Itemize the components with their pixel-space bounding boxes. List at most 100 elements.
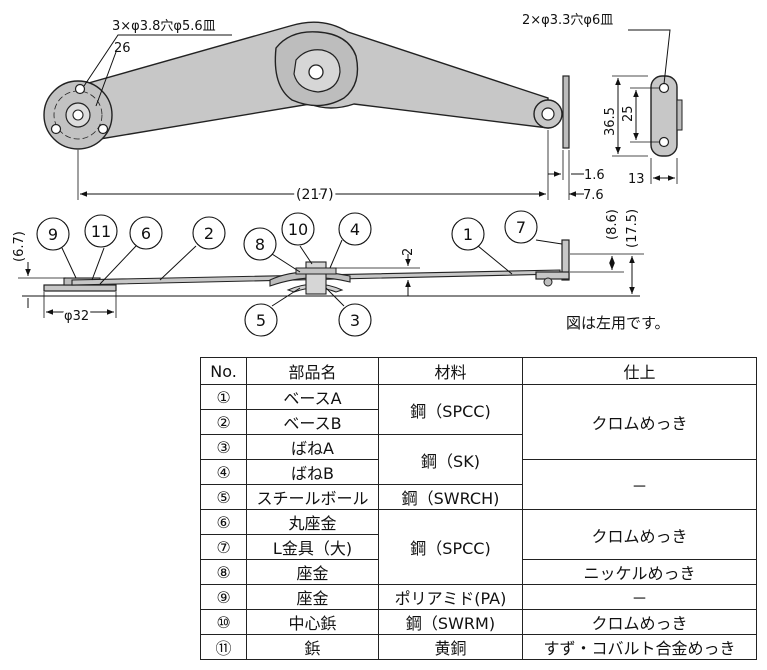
base-center-hole: [72, 109, 84, 121]
row-name: ばねA: [246, 434, 379, 460]
row-material: 黄銅: [378, 634, 523, 660]
callout-label-10: 10: [288, 220, 308, 239]
callout-7: [504, 210, 538, 244]
row-finish: すず・コバルト合金めっき: [522, 634, 757, 660]
row-name: ベースB: [246, 409, 379, 435]
callout-label-11: 11: [91, 222, 111, 241]
row-no: ⑥: [200, 509, 247, 535]
row-no: ⑤: [200, 484, 247, 510]
callout-label-4: 4: [350, 220, 360, 239]
base-hole-2: [50, 123, 62, 135]
row-finish: クロムめっき: [522, 384, 757, 460]
row-no: ⑧: [200, 559, 247, 585]
callout-label-6: 6: [141, 224, 151, 243]
callout-4: [338, 212, 372, 246]
header-no: No.: [200, 357, 247, 385]
callout-2: [192, 216, 226, 250]
callout-10: [281, 212, 315, 246]
parts-table: No. 部品名 材料 仕上 ① ベースA 鋼（SPCC) クロムめっき ② ベー…: [200, 357, 757, 660]
side-center-rivet: [305, 261, 327, 295]
dim-13: 13: [628, 172, 645, 187]
table-row: ⑥ 丸座金 鋼（SPCC) クロムめっき: [200, 509, 757, 585]
table-row: ⑪ 鋲 黄銅 すず・コバルト合金めっき: [200, 634, 757, 660]
hole-note-right: 2×φ3.3穴φ6皿: [522, 13, 613, 28]
row-material: 鋼（SWRM): [378, 609, 523, 635]
callout-label-7: 7: [516, 218, 526, 237]
dim-phi32: φ32: [64, 309, 89, 324]
technical-drawing: 3×φ3.8穴φ5.6皿 26 2×φ3.3穴φ6皿 36.5 25 13 1.…: [12, 13, 683, 337]
dim-1-6: 1.6: [584, 168, 605, 183]
callout-8: [243, 227, 277, 261]
dim-36-5: 36.5: [603, 107, 618, 136]
bracket-hole-bottom: [658, 136, 670, 148]
row-material: ポリアミド(PA): [378, 584, 523, 610]
table-row: ⑩ 中心鋲 鋼（SWRM) クロムめっき: [200, 609, 757, 635]
row-name: ベースA: [246, 384, 379, 410]
callout-6: [129, 216, 163, 250]
dim-17-5: (17.5): [625, 209, 640, 248]
row-material: 鋼（SWRCH): [378, 484, 523, 510]
side-view: (6.7) φ32 2 (8.6) (17.5): [12, 209, 644, 337]
row-material: 鋼（SPCC): [378, 509, 523, 585]
callout-label-9: 9: [48, 225, 58, 244]
side-spring: [269, 271, 351, 287]
side-l-bracket-vertical: [561, 239, 570, 281]
table-row: ① ベースA 鋼（SPCC) クロムめっき: [200, 384, 757, 460]
dim-8-6: (8.6): [605, 209, 620, 240]
table-row: ⑨ 座金 ポリアミド(PA) －: [200, 584, 757, 610]
callout-label-8: 8: [255, 235, 265, 254]
dim-6-7: (6.7): [12, 231, 27, 262]
row-no: ⑨: [200, 584, 247, 610]
l-bracket-step: [676, 99, 683, 131]
table-row: ② ベースB: [200, 409, 757, 435]
callout-11: [84, 214, 118, 248]
row-no: ①: [200, 384, 247, 410]
arm-end-hole: [541, 107, 555, 121]
row-name: L金具（大): [246, 534, 379, 560]
row-no: ④: [200, 459, 247, 485]
base-hole-3: [97, 123, 109, 135]
bracket-hole-top: [658, 82, 670, 94]
row-name: スチールボール: [246, 484, 379, 510]
top-view: 3×φ3.8穴φ5.6皿 26 2×φ3.3穴φ6皿 36.5 25 13 1.…: [43, 13, 683, 206]
header-part-name: 部品名: [246, 357, 379, 385]
callout-5: [244, 303, 278, 337]
dim-25: 25: [621, 105, 636, 122]
callout-1: [451, 217, 485, 251]
dim-2: 2: [401, 248, 416, 256]
drawing-note: 図は左用です。: [566, 314, 670, 332]
row-name: 座金: [246, 559, 379, 585]
row-no: ②: [200, 409, 247, 435]
row-name: 鋲: [246, 634, 379, 660]
row-finish: －: [522, 584, 757, 610]
pivot-hole: [308, 64, 324, 80]
row-material: 鋼（SK): [378, 434, 523, 485]
table-row: ⑦ L金具（大): [200, 534, 757, 560]
dim-26: 26: [114, 41, 131, 56]
dim-7-6: 7.6: [583, 188, 604, 203]
row-no: ⑦: [200, 534, 247, 560]
row-no: ③: [200, 434, 247, 460]
row-finish: ニッケルめっき: [522, 559, 757, 585]
l-bracket-edge: [562, 75, 570, 149]
leader-hole-note-right: [628, 29, 671, 85]
callout-label-2: 2: [204, 224, 214, 243]
leader-dim-26: [95, 51, 117, 107]
row-no: ⑩: [200, 609, 247, 635]
row-finish: クロムめっき: [522, 509, 757, 560]
callout-label-5: 5: [256, 311, 266, 330]
callout-9: [36, 217, 70, 251]
table-header-row: No. 部品名 材料 仕上: [200, 357, 757, 385]
row-material: 鋼（SPCC): [378, 384, 523, 435]
callout-label-3: 3: [350, 311, 360, 330]
callout-3: [338, 303, 372, 337]
row-name: 座金: [246, 584, 379, 610]
table-row: ④ ばねB －: [200, 459, 757, 510]
callout-label-1: 1: [463, 225, 473, 244]
side-l-bracket-foot: [535, 271, 570, 280]
row-name: 中心鋲: [246, 609, 379, 635]
base-hole-1: [74, 83, 86, 95]
side-round-base: [43, 284, 117, 292]
header-material: 材料: [378, 357, 523, 385]
table-row: ⑤ スチールボール 鋼（SWRCH): [200, 484, 757, 510]
